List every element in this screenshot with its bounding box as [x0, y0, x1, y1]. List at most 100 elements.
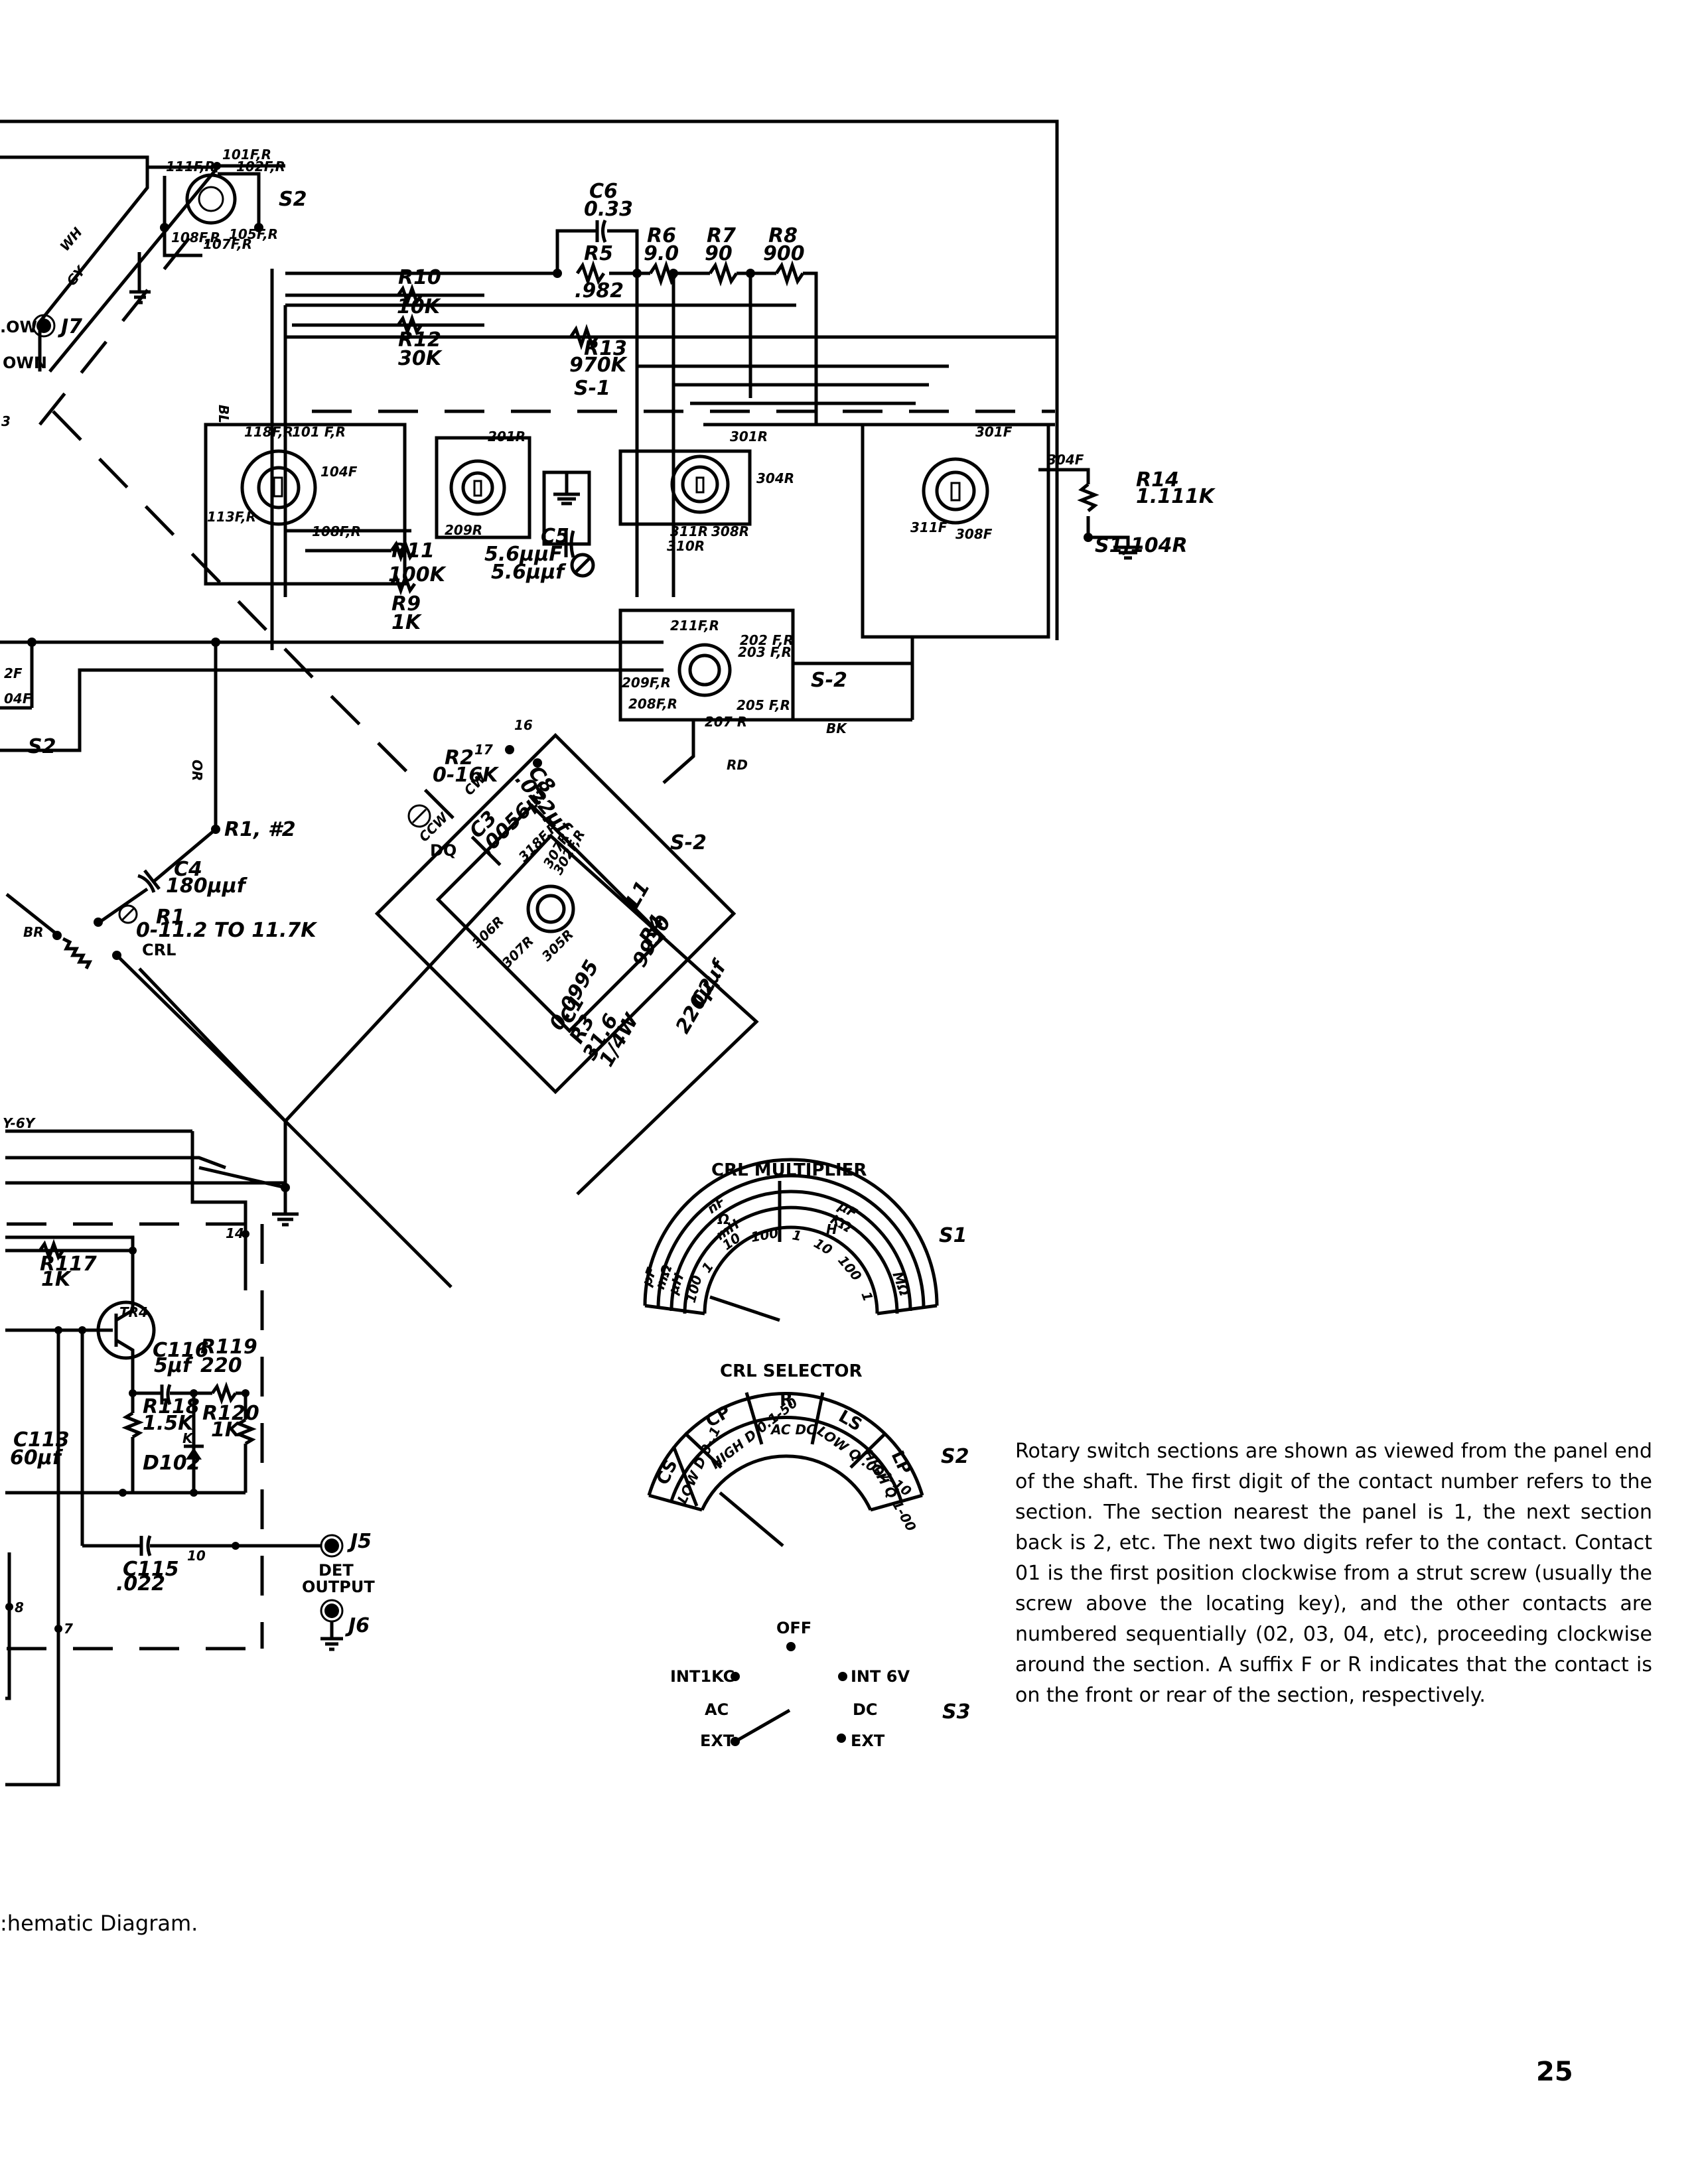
s2-contact-209fr: 209F,R	[622, 675, 671, 691]
r1-crl-label: CRL	[142, 941, 176, 959]
s1-contact-104f: 104F	[320, 464, 358, 480]
s2-contact-201r: 201R	[488, 429, 526, 444]
r10-ref: R10	[398, 266, 441, 289]
wire-rd-label: RD	[727, 757, 748, 773]
frag-04f-label: 04F	[4, 691, 32, 707]
selector-r: R	[780, 1390, 793, 1410]
r1-value: 0-11.2 TO 11.7K	[136, 919, 318, 942]
s3-contact-310r: 310R	[667, 538, 705, 554]
r12-value: 30K	[398, 347, 443, 370]
wire-or-label: OR	[189, 760, 205, 781]
node-16-label: 16	[514, 717, 533, 733]
jack-j7	[32, 314, 56, 338]
s2-contact-211fr: 211F,R	[670, 618, 719, 634]
s3-contact-311r: 311R	[670, 523, 708, 539]
c5-value: 5.6μμF	[484, 543, 563, 566]
mult-unit-ohm: Ω	[717, 1211, 729, 1227]
r117-value: 1K	[41, 1268, 72, 1291]
r120-value: 1K	[211, 1418, 242, 1442]
frag-3-label: 3	[1, 413, 11, 429]
r14-value: 1.111K	[1136, 485, 1216, 508]
s2-contact-111fr: 111F,R	[166, 159, 215, 174]
node-8-label: 8	[15, 1600, 24, 1615]
r120-ref: R120	[202, 1402, 259, 1425]
mult-unit-megohm: MΩ	[889, 1270, 912, 1298]
s2-top-label: S2	[279, 188, 307, 211]
r9-ref: R9	[391, 592, 421, 616]
r14-ref: R14	[1136, 468, 1179, 492]
s3-ext-dc-label: EXT	[851, 1732, 885, 1750]
wire-bl-label: BL	[216, 405, 232, 423]
node-14-label: 14	[226, 1225, 244, 1241]
figure-caption: :hematic Diagram.	[0, 1911, 198, 1936]
c4-r1-circuit	[5, 828, 287, 1123]
wire-bk-label: BK	[826, 720, 847, 736]
wire-wh-label: WH	[56, 224, 85, 254]
r2-potentiometer	[407, 804, 431, 828]
s3-contact-304f: 304F	[1047, 452, 1084, 468]
node-10-label: 10	[187, 1548, 206, 1564]
s2-contact-207r: 207 R	[705, 714, 747, 730]
c115-value: .022	[116, 1572, 165, 1596]
s3-contact-307r-b: 307R	[499, 933, 537, 971]
r6-value: 9.0	[644, 242, 679, 265]
s3-off-label: OFF	[776, 1619, 811, 1637]
r11-ref: R11	[391, 539, 435, 563]
jack-j5	[320, 1534, 344, 1558]
s3-ext-ac-label: EXT	[700, 1732, 735, 1750]
r119-value: 220	[200, 1354, 242, 1377]
r1-ref: R1	[156, 906, 185, 929]
crl-selector-dial	[647, 1392, 924, 1547]
s1-contact-101fr: 101 F,R	[292, 424, 346, 440]
ground-bridge	[198, 1121, 299, 1227]
s3-contact-311f: 311F	[910, 519, 948, 535]
r5-ref: R5	[584, 242, 613, 265]
s3-contact-308f: 308F	[955, 526, 993, 542]
c113-ref: C113	[13, 1428, 70, 1452]
j6-label: J6	[345, 1614, 370, 1637]
s3-dc-label: DC	[853, 1700, 878, 1719]
r118-ref: R118	[143, 1395, 200, 1418]
c116-ref: C116	[153, 1339, 209, 1362]
r13-ref: R13	[584, 337, 627, 360]
r8-ref: R8	[768, 224, 798, 247]
mult-step-100c: 100	[835, 1253, 865, 1284]
c116-value: 5μf	[154, 1354, 194, 1377]
tr4-circuit	[5, 1129, 322, 1787]
d102-k-label: K	[182, 1430, 194, 1446]
bridge-outer-wires	[138, 745, 759, 1288]
rotary-switch-note: Rotary switch sections are shown as view…	[1015, 1440, 1652, 1707]
wire-br-label: BR	[23, 924, 44, 940]
r119-ref: R119	[200, 1335, 257, 1359]
s2-contact-101fr: 101F,R	[222, 147, 271, 163]
c5-value-alt: 5.6μμf	[491, 561, 567, 584]
d102-label: D102	[143, 1452, 201, 1475]
tr4-label: TR4	[119, 1304, 148, 1320]
mult-step-1b: 1	[791, 1227, 803, 1244]
node-17-label: 17	[474, 742, 493, 758]
crl-selector-title: CRL SELECTOR	[720, 1361, 862, 1381]
s1-contact-108fr: 108F,R	[312, 523, 361, 539]
s2-contact-203fr: 203 F,R	[738, 644, 792, 660]
bus-wires-mid	[0, 638, 664, 834]
s2-contact-205fr: 205 F,R	[737, 697, 790, 713]
c6-value: 0.33	[584, 198, 633, 221]
jack-low-label: .OW	[0, 318, 37, 336]
s3-contact-308r: 308R	[711, 523, 749, 539]
r9-value: 1K	[391, 611, 423, 634]
c4-value: 180μμf	[166, 874, 248, 898]
s1-104r-label: S1,104R	[1095, 534, 1188, 557]
r8-value: 900	[763, 242, 805, 265]
crl-selector-switch-label: S2	[941, 1445, 969, 1468]
r12-ref: R12	[398, 328, 441, 352]
s1-contact-113fr: 113F,R	[207, 509, 256, 525]
c113-value: 60μf	[10, 1446, 64, 1469]
s2-contact-107fr: 107F,R	[203, 236, 252, 252]
crl-multiplier-switch-label: S1	[939, 1224, 967, 1247]
mult-unit-h: H	[826, 1221, 837, 1237]
r10-r12-wires	[270, 269, 484, 650]
r7-value: 90	[705, 242, 733, 265]
switch-s3-rear-section	[618, 449, 752, 526]
s3-int1kc-label: INT1KC	[670, 1667, 735, 1686]
crl-multiplier-dial	[643, 1158, 939, 1322]
